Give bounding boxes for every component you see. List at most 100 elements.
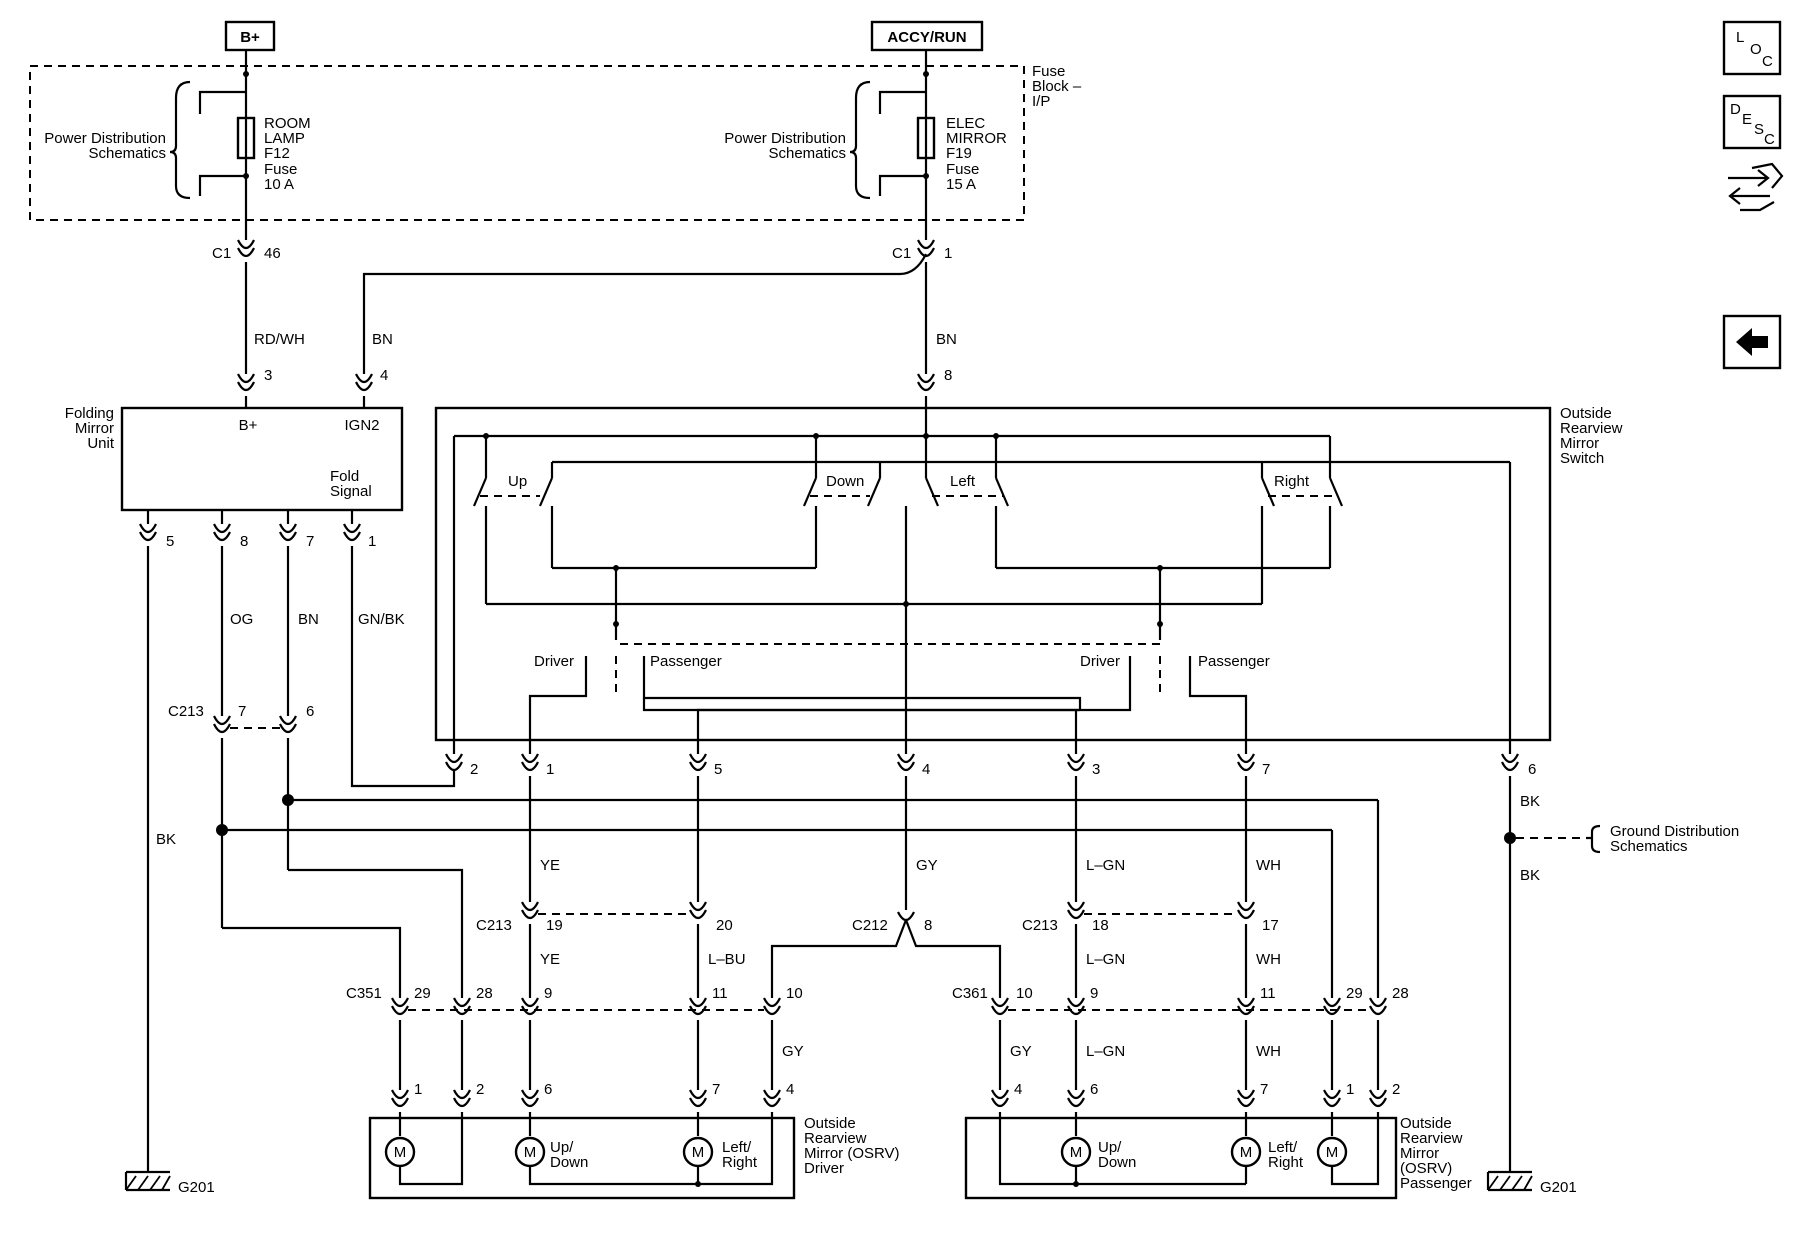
wire-bk-right-top: BK — [1520, 793, 1540, 810]
svg-text:S: S — [1754, 121, 1764, 138]
osrv-passenger-label: Outside Rearview Mirror (OSRV) Passenger — [1400, 1115, 1472, 1192]
svg-text:Left/: Left/ — [722, 1139, 752, 1156]
svg-text:Switch: Switch — [1560, 450, 1604, 467]
osrv-driver — [368, 1116, 796, 1200]
switch-pin-2: 2 — [470, 761, 478, 778]
svg-text:(OSRV): (OSRV) — [1400, 1160, 1452, 1177]
c212-pin-8: 8 — [924, 917, 932, 934]
c351-pin-29: 29 — [414, 985, 431, 1002]
wire-bk-right-bottom: BK — [1520, 867, 1540, 884]
svg-text:10 A: 10 A — [264, 176, 294, 193]
swap-arrows-icon[interactable] — [1728, 162, 1784, 212]
svg-text:Fuse: Fuse — [264, 161, 297, 178]
svg-text:M: M — [394, 1144, 407, 1161]
svg-text:M: M — [1326, 1144, 1339, 1161]
loc-icon[interactable]: L O C — [1722, 20, 1782, 76]
svg-text:F19: F19 — [946, 145, 972, 162]
svg-text:C: C — [1762, 53, 1773, 70]
c1-right-pin: 1 — [944, 245, 952, 262]
switch-driver-left: Driver — [534, 653, 574, 670]
c361-pin-28: 28 — [1392, 985, 1409, 1002]
svg-text:15 A: 15 A — [946, 176, 976, 193]
fmu-pin-8: 8 — [240, 533, 248, 550]
fmu-pin-1: 1 — [368, 533, 376, 550]
switch-up-label: Up — [508, 473, 527, 490]
osrv-passenger — [964, 1116, 1398, 1200]
switch-pin-3: 3 — [1092, 761, 1100, 778]
c361-pin-11: 11 — [1260, 985, 1276, 1002]
c1-left-pin: 46 — [264, 245, 281, 262]
svg-text:Rearview: Rearview — [1560, 420, 1623, 437]
switch-passenger-left: Passenger — [650, 653, 722, 670]
c351-pin-28: 28 — [476, 985, 493, 1002]
svg-text:Mirror: Mirror — [1400, 1145, 1439, 1162]
switch-label: Outside Rearview Mirror Switch — [1560, 405, 1623, 467]
wire-lbu: L–BU — [708, 951, 746, 968]
c351-pin-9: 9 — [544, 985, 552, 1002]
wire-wh-low: WH — [1256, 1043, 1281, 1060]
svg-text:Outside: Outside — [804, 1115, 856, 1132]
svg-text:Mirror: Mirror — [75, 420, 114, 437]
switch-down-label: Down — [826, 473, 864, 490]
switch-pin-8: 8 — [944, 367, 952, 384]
svg-text:Passenger: Passenger — [1400, 1175, 1472, 1192]
accy-run-source: ACCY/RUN — [870, 20, 984, 52]
svg-text:L: L — [1736, 29, 1744, 46]
svg-text:Folding: Folding — [65, 405, 114, 422]
c1-right-label: C1 — [892, 245, 911, 262]
svg-text:ELEC: ELEC — [946, 115, 985, 132]
c213-pin-6: 6 — [306, 703, 314, 720]
wire-lgn-low: L–GN — [1086, 1043, 1125, 1060]
room-lamp-fuse — [236, 116, 256, 160]
fmu-pin-7: 7 — [306, 533, 314, 550]
wire-wh-mid: WH — [1256, 951, 1281, 968]
osrv-pass-pin-1: 1 — [1346, 1081, 1354, 1098]
wire-gnbk: GN/BK — [358, 611, 405, 628]
wire-bn-ign: BN — [372, 331, 393, 348]
fmu-pin-4: 4 — [380, 367, 388, 384]
svg-text:ROOM: ROOM — [264, 115, 311, 132]
ground-g201-left: G201 — [178, 1179, 215, 1196]
svg-text:LAMP: LAMP — [264, 130, 305, 147]
c1-left-label: C1 — [212, 245, 231, 262]
c361-pin-10: 10 — [1016, 985, 1033, 1002]
c213-lower-left-label: C213 — [476, 917, 512, 934]
pd-right-line2: Schematics — [768, 145, 846, 162]
svg-text:E: E — [1742, 111, 1752, 128]
pd-right-line1: Power Distribution — [724, 130, 846, 147]
svg-text:I/P: I/P — [1032, 93, 1050, 110]
svg-text:Mirror: Mirror — [1560, 435, 1599, 452]
pd-left-line2: Schematics — [88, 145, 166, 162]
c212-label: C212 — [852, 917, 888, 934]
back-arrow-icon[interactable] — [1722, 314, 1782, 370]
outside-rearview-mirror-switch — [434, 406, 1552, 742]
svg-text:Block –: Block – — [1032, 78, 1082, 95]
wire-gy-left-low: GY — [782, 1043, 804, 1060]
switch-pin-5: 5 — [714, 761, 722, 778]
fmu-ign2: IGN2 — [344, 417, 379, 434]
switch-pin-6: 6 — [1528, 761, 1536, 778]
wire-ye-top: YE — [540, 857, 560, 874]
osrv-pass-pin-6: 6 — [1090, 1081, 1098, 1098]
osrv-pass-pin-7: 7 — [1260, 1081, 1268, 1098]
osrv-driver-label: Outside Rearview Mirror (OSRV) Driver — [804, 1115, 900, 1177]
c213-pin-20: 20 — [716, 917, 733, 934]
svg-text:Rearview: Rearview — [804, 1130, 867, 1147]
svg-text:Mirror (OSRV): Mirror (OSRV) — [804, 1145, 900, 1162]
pd-left-line1: Power Distribution — [44, 130, 166, 147]
c351-label: C351 — [346, 985, 382, 1002]
c213-pin-17: 17 — [1262, 917, 1279, 934]
svg-text:Down: Down — [550, 1154, 588, 1171]
switch-pin-7: 7 — [1262, 761, 1270, 778]
c351-pin-11: 11 — [712, 985, 728, 1002]
folding-mirror-unit — [120, 406, 404, 512]
desc-icon[interactable]: D E S C — [1722, 94, 1782, 150]
ground-dist-line2: Schematics — [1610, 838, 1688, 855]
switch-pin-4: 4 — [922, 761, 930, 778]
wire-gy-right-low: GY — [1010, 1043, 1032, 1060]
svg-text:Right: Right — [722, 1154, 758, 1171]
osrv-driver-pin-6: 6 — [544, 1081, 552, 1098]
c351-pin-10: 10 — [786, 985, 803, 1002]
svg-text:Fuse: Fuse — [1032, 63, 1065, 80]
